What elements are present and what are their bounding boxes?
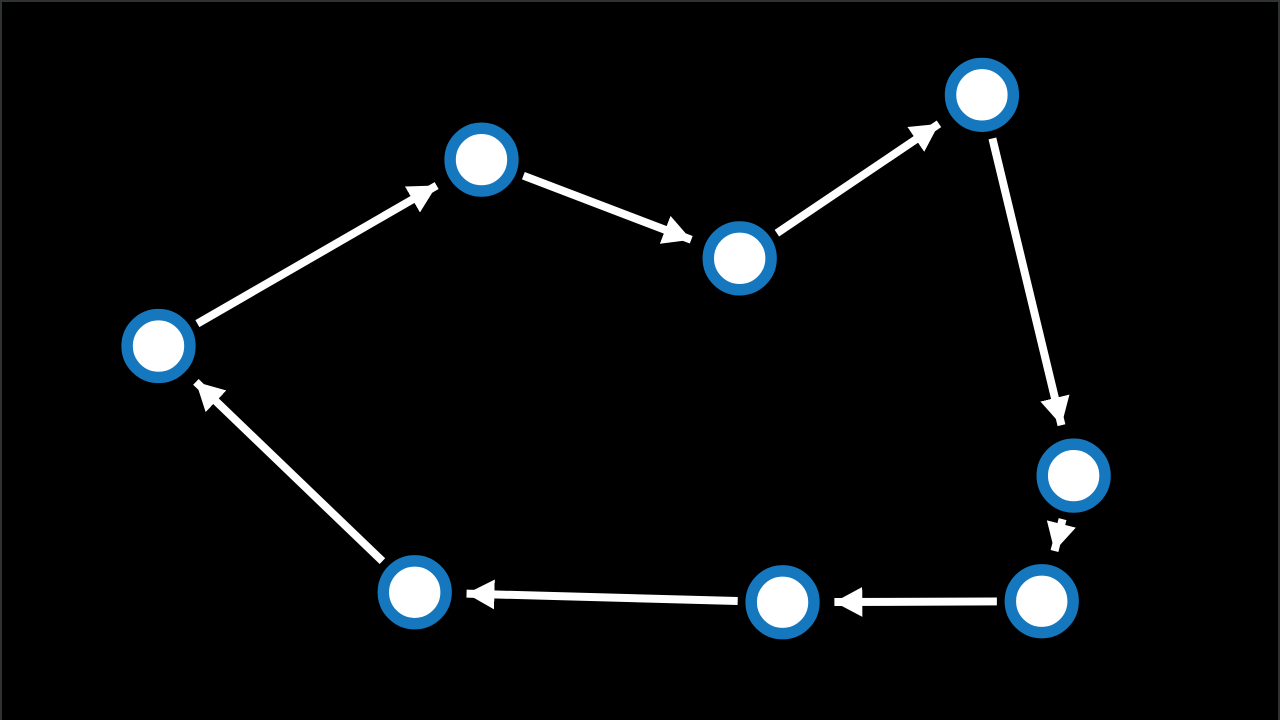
edge-arrow-bottom-left-to-left <box>193 379 386 565</box>
graph-node-bottom-left <box>377 555 452 630</box>
edge-arrow-bottom-middle-to-bottom-left <box>466 579 738 610</box>
graph-node-bottom-right <box>1004 564 1079 639</box>
edge-arrow-middle-to-top-right <box>774 120 942 237</box>
graph-node-upper-left <box>444 122 519 197</box>
edge-arrow-upper-left-to-middle <box>521 171 693 244</box>
graph-node-right <box>1036 438 1111 513</box>
edge-arrow-bottom-right-to-bottom-middle <box>834 586 997 617</box>
edge-arrow-top-right-to-right <box>988 137 1070 427</box>
edge-arrow-right-to-bottom-right <box>1046 518 1076 552</box>
graph-node-bottom-middle <box>745 565 820 640</box>
graph-node-left <box>121 308 196 384</box>
graph-node-top-right <box>944 57 1020 132</box>
graph-node-middle <box>702 221 777 296</box>
edge-arrow-left-to-upper-left <box>195 182 439 328</box>
